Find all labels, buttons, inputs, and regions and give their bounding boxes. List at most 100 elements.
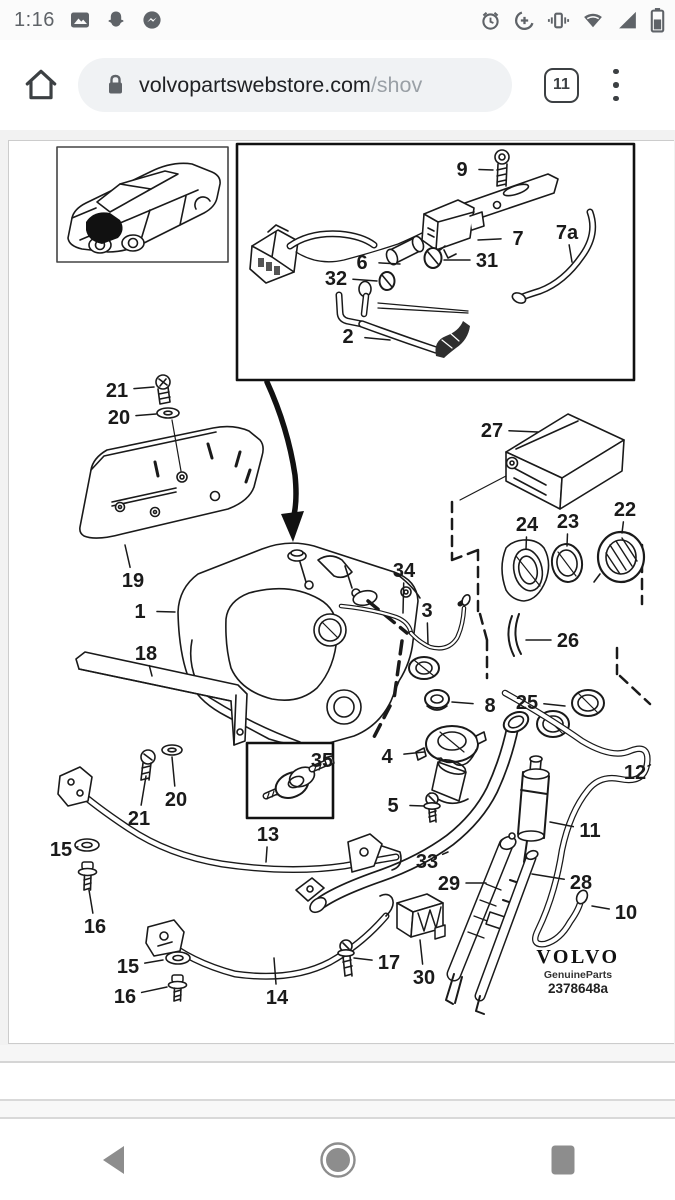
callout-leader-22 — [621, 521, 625, 534]
callout-label-16: 16 — [114, 986, 136, 1008]
callout-leader-4 — [403, 751, 425, 755]
callout-label-24: 24 — [516, 514, 539, 536]
callout-label-30: 30 — [413, 967, 435, 989]
callout-label-20: 20 — [165, 789, 187, 811]
callout-label-29: 29 — [438, 873, 460, 895]
callout-label-27: 27 — [481, 420, 503, 442]
callout-label-10: 10 — [615, 902, 637, 924]
washer-20-lower — [161, 744, 183, 756]
callout-label-19: 19 — [122, 570, 144, 592]
callout-label-23: 23 — [557, 511, 579, 533]
status-bar-left: 1:16 — [14, 9, 163, 32]
filler-pipe-33 — [295, 710, 530, 914]
spring-strip-26 — [507, 613, 522, 657]
callout-leader-21 — [133, 386, 155, 390]
callout-label-11: 11 — [579, 820, 600, 842]
alarm-icon — [482, 11, 499, 30]
callout-leader-2 — [364, 336, 391, 341]
washer-15-upper — [74, 838, 100, 852]
callout-leader-20 — [135, 413, 157, 417]
status-bar: 1:16 — [0, 0, 675, 40]
seal-ring-23 — [550, 543, 584, 583]
nav-back[interactable] — [0, 1144, 225, 1176]
callout-leader-18 — [148, 664, 153, 677]
callout-label-21: 21 — [128, 808, 150, 830]
status-bar-right — [479, 7, 665, 33]
url-text: volvopartswebstore.com/shov — [139, 73, 422, 98]
url-path: /shov — [370, 72, 423, 97]
callout-leader-3 — [426, 622, 429, 645]
browser-toolbar: volvopartswebstore.com/shov 11 — [0, 40, 675, 130]
callout-label-18: 18 — [135, 643, 157, 665]
callout-label-9: 9 — [456, 159, 467, 181]
callout-leader-17 — [353, 957, 373, 961]
callout-label-12: 12 — [624, 762, 646, 784]
screw-5 — [423, 792, 441, 823]
screw-21-upper — [155, 374, 171, 405]
diagram-svg: VOLVO GenuineParts 2378648a 977a63132221… — [50, 142, 652, 1015]
callout-label-3: 3 — [421, 600, 432, 622]
callout-label-20: 20 — [108, 407, 130, 429]
kebab-menu-icon[interactable] — [613, 68, 619, 102]
callout-label-15: 15 — [50, 839, 72, 861]
callout-leader-6 — [378, 262, 401, 265]
back-icon — [102, 1145, 124, 1174]
callout-leader-19 — [124, 544, 131, 569]
callout-label-1: 1 — [134, 601, 145, 623]
washer-15-lower — [165, 951, 191, 965]
callout-label-28: 28 — [570, 872, 592, 894]
home-icon[interactable] — [22, 66, 60, 104]
callout-leader-15 — [144, 959, 164, 964]
callout-label-25: 25 — [516, 692, 538, 714]
callout-leader-28 — [531, 873, 565, 881]
callout-leader-7a — [568, 244, 573, 263]
status-time: 1:16 — [14, 8, 55, 31]
washer-20-upper — [156, 407, 180, 419]
callout-label-34: 34 — [393, 560, 416, 582]
nav-recents[interactable] — [450, 1144, 675, 1176]
vent-pipe-34 — [338, 603, 414, 636]
callout-leader-25 — [543, 703, 566, 707]
callout-label-33: 33 — [416, 851, 438, 873]
hose-assembly-inset — [235, 142, 636, 382]
vibrate-icon — [547, 12, 570, 28]
callout-leader-16 — [140, 986, 168, 994]
vehicle-location-thumbnail — [56, 146, 229, 263]
wifi-icon — [584, 13, 602, 27]
callout-label-17: 17 — [378, 952, 400, 974]
callout-leader-20 — [171, 756, 176, 787]
callout-leader-13 — [265, 846, 268, 863]
callout-leader-1 — [156, 610, 176, 613]
callout-label-8: 8 — [484, 695, 495, 717]
callout-leader-27 — [508, 429, 539, 433]
callout-leader-34 — [402, 582, 405, 614]
callout-label-15: 15 — [117, 956, 139, 978]
page-footer-stripe-2 — [0, 1101, 675, 1119]
callout-leader-14 — [273, 957, 277, 985]
flanged-ring — [408, 656, 440, 680]
battery-icon — [650, 8, 665, 33]
callout-label-2: 2 — [342, 326, 353, 348]
url-bar[interactable]: volvopartswebstore.com/shov — [78, 58, 512, 112]
page-footer-stripe — [0, 1045, 675, 1063]
fuel-pump-unit — [445, 832, 539, 1015]
callout-leader-16 — [88, 889, 94, 914]
url-host: volvopartswebstore.com — [139, 72, 371, 97]
nav-home[interactable] — [225, 1141, 450, 1179]
screw-21-lower — [140, 749, 156, 781]
callout-label-22: 22 — [614, 499, 636, 521]
snapchat-icon — [108, 11, 124, 27]
tank-strap-13 — [57, 766, 402, 874]
heat-shield — [79, 419, 264, 539]
clip-30 — [396, 893, 446, 940]
tab-switcher-button[interactable]: 11 — [544, 67, 579, 103]
filler-neck-sleeve-24 — [501, 539, 550, 602]
callout-leader-11 — [549, 821, 575, 828]
fuel-tank — [177, 542, 421, 747]
callout-label-5: 5 — [387, 795, 398, 817]
fuel-tank-location-marker — [86, 212, 123, 244]
volvo-logo-block: VOLVO GenuineParts 2378648a — [536, 946, 617, 996]
